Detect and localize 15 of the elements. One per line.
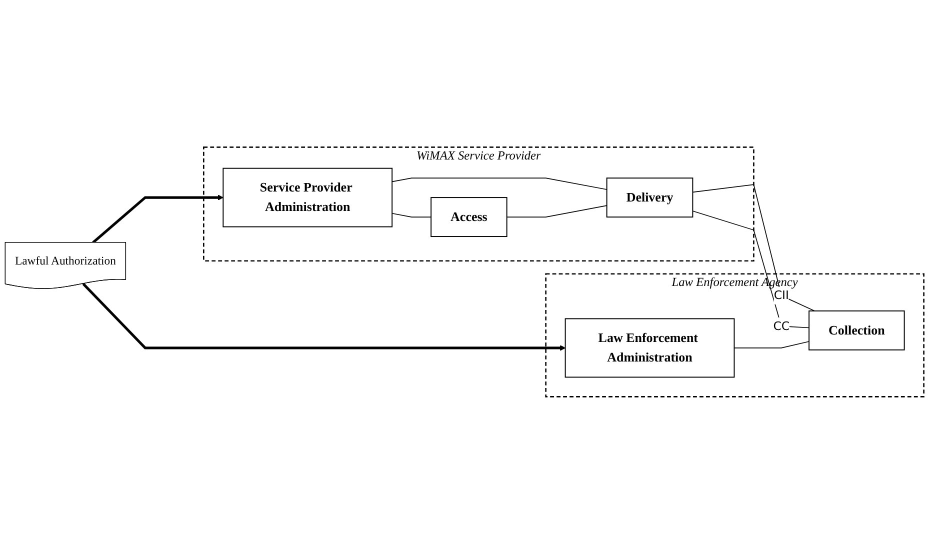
connector (392, 178, 608, 190)
connector (392, 213, 432, 218)
edge-label: CC (773, 319, 790, 334)
arrow (92, 194, 224, 244)
arrow (82, 282, 566, 351)
node-box: Collection (808, 310, 905, 350)
node-box: Delivery (606, 178, 694, 218)
connector (506, 205, 608, 218)
connector (692, 210, 810, 328)
node-box: Law Enforcement Administration (564, 318, 735, 378)
connector (692, 184, 815, 312)
node-box: Access (430, 197, 508, 238)
connector (734, 341, 810, 348)
edge-label: CII (774, 288, 789, 303)
node-box: Service Provider Administration (222, 168, 393, 228)
